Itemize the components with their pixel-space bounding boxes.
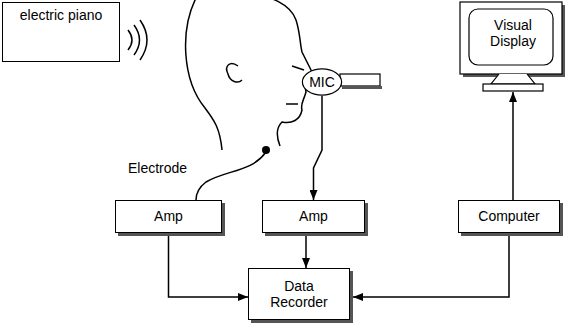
signal-arrow — [512, 92, 514, 200]
human-head — [186, 0, 314, 200]
microphone-handle — [340, 74, 382, 89]
node-text: Visual Display — [476, 17, 550, 49]
signal-arrow — [353, 236, 509, 297]
sound-waves — [128, 20, 147, 60]
amplifier-box: Amp — [262, 200, 365, 233]
computer-box: Computer — [458, 200, 560, 233]
amplifier-box: Amp — [115, 200, 222, 233]
microphone: MIC — [302, 68, 342, 96]
signal-arrow — [305, 236, 307, 268]
signal-arrow — [314, 96, 323, 200]
display-monitor: Visual Display — [460, 2, 566, 92]
electrode-label: Electrode — [128, 160, 187, 176]
node-text: Amp — [299, 208, 328, 224]
signal-arrow — [169, 233, 249, 297]
node-text: Data Recorder — [263, 278, 335, 310]
node-text: Amp — [154, 208, 183, 224]
node-text: Computer — [478, 208, 539, 224]
instrument-box: electric piano — [2, 2, 120, 62]
node-text: electric piano — [20, 7, 103, 23]
node-text: MIC — [309, 74, 335, 90]
recorder-box: Data Recorder — [248, 268, 350, 320]
